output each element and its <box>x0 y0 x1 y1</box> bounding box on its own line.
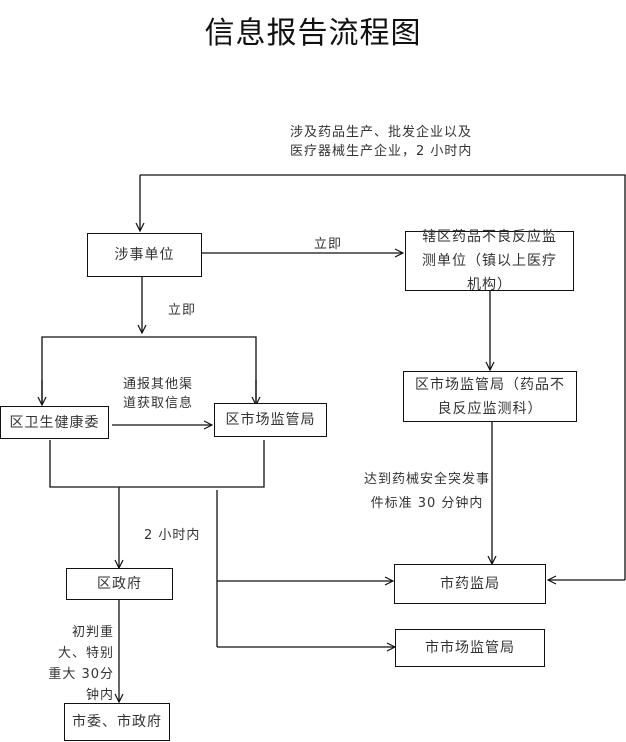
label-immediate-top: 立即 <box>314 237 343 252</box>
page-title: 信息报告流程图 <box>204 16 422 51</box>
label-pharma-enterprises: 涉及药品生产、批发企业以及医疗器械生产企业，2 小时内 <box>290 125 473 159</box>
connector-enterprise-loop <box>140 174 626 580</box>
label-immediate-down: 立即 <box>168 303 197 318</box>
connector-merge <box>49 440 265 488</box>
node-involved-unit: 涉事单位 <box>87 233 202 277</box>
node-city-committee-government: 市委、市政府 <box>64 703 170 741</box>
node-district-market-bureau: 区市场监管局 <box>214 403 327 437</box>
connector-split <box>41 336 257 404</box>
node-district-market-bureau-adr: 区市场监管局（药品不良反应监测科） <box>403 371 577 422</box>
label-major-incident: 初判重大、特别重大 30分钟内 <box>48 625 114 703</box>
node-adr-monitoring-unit: 辖区药品不良反应监测单位（镇以上医疗机构） <box>405 229 574 293</box>
node-city-drug-admin: 市药监局 <box>394 564 546 604</box>
label-notify-other-channels: 通报其他渠道获取信息 <box>123 377 194 411</box>
node-city-market-bureau: 市市场监管局 <box>395 629 545 667</box>
node-district-government: 区政府 <box>66 568 173 600</box>
node-district-health-commission: 区卫生健康委 <box>0 406 109 439</box>
label-reach-emergency-standard: 达到药械安全突发事件标准 30 分钟内 <box>364 472 491 511</box>
label-two-hours: 2 小时内 <box>144 528 201 543</box>
